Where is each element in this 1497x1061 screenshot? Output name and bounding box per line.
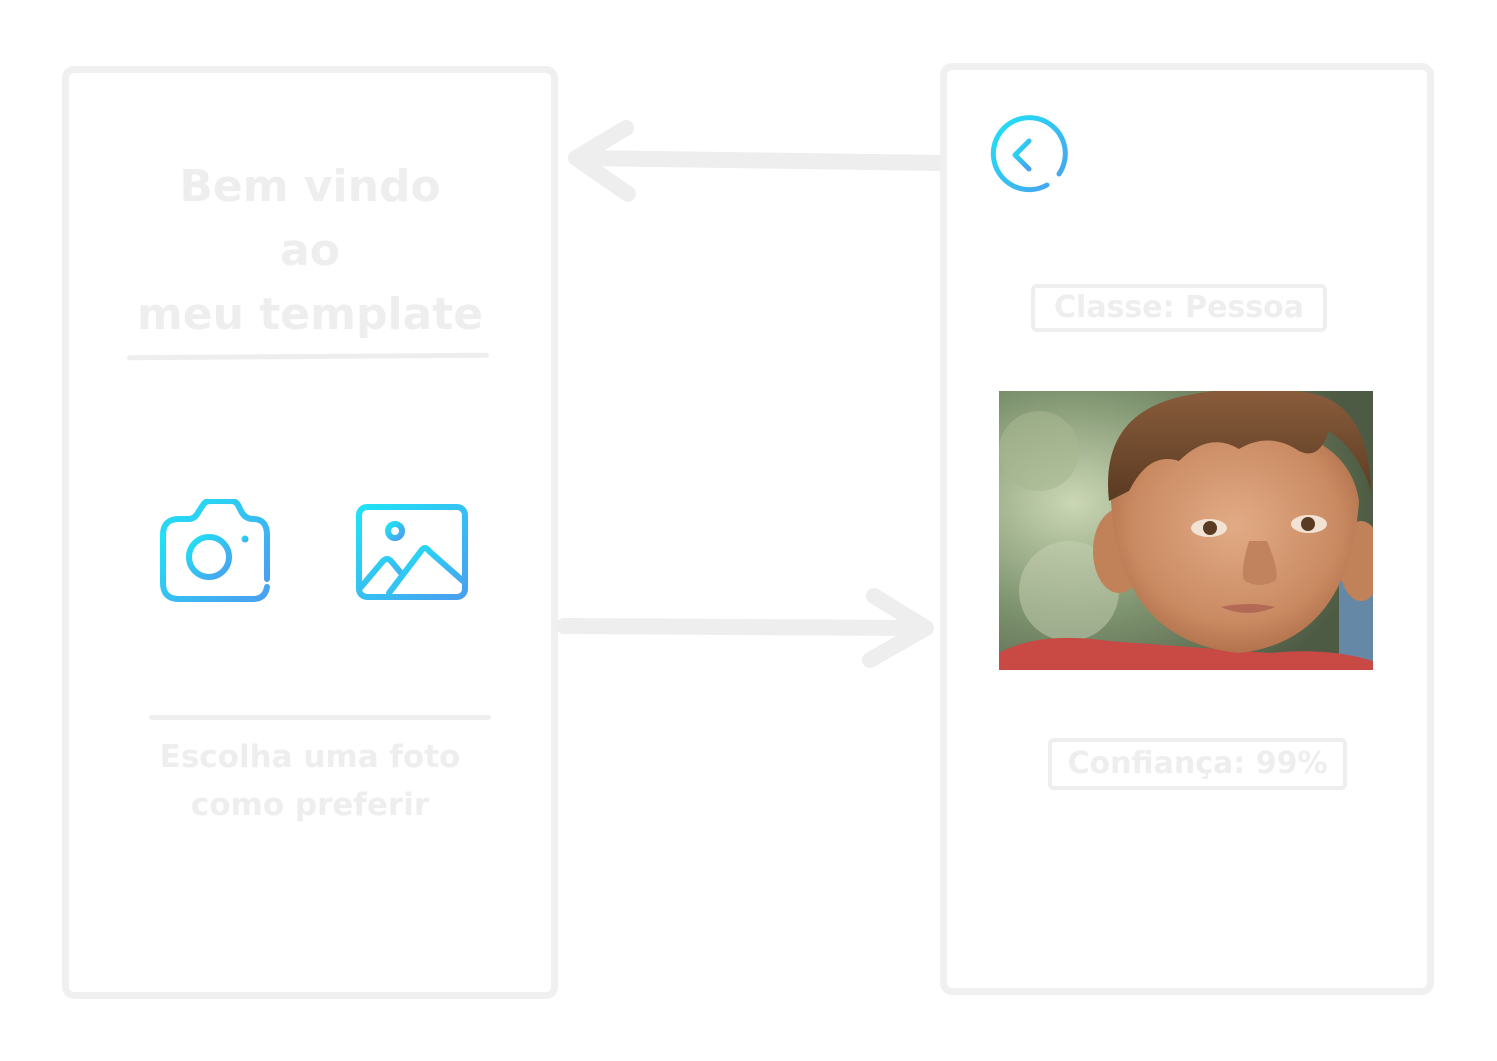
camera-icon [160,498,270,602]
welcome-screen: Bem vindo ao meu template Escolha uma fo… [62,66,558,999]
welcome-title-line-3: meu template [136,289,484,340]
hint-line-1: Escolha uma foto [159,739,461,775]
welcome-title: Bem vindo ao meu template [69,155,551,347]
welcome-title-line-1: Bem vindo [179,161,441,212]
classified-photo [999,391,1373,670]
back-button[interactable] [987,110,1077,200]
confidence-label: Confiança: 99% [1048,738,1347,790]
result-screen: Classe: Pessoa [940,63,1434,995]
image-icon [356,504,468,600]
choose-photo-hint: Escolha uma foto como preferir [69,733,551,829]
title-divider [126,352,490,361]
flow-arrow-forward [556,588,934,668]
flow-arrow-back [568,120,952,202]
hint-divider [149,715,491,720]
hint-line-2: como preferir [190,787,430,823]
welcome-title-line-2: ao [280,225,340,276]
arrow-left-circle-icon [990,115,1068,193]
gallery-button[interactable] [349,499,469,605]
camera-button[interactable] [153,498,277,609]
class-label: Classe: Pessoa [1031,284,1327,332]
